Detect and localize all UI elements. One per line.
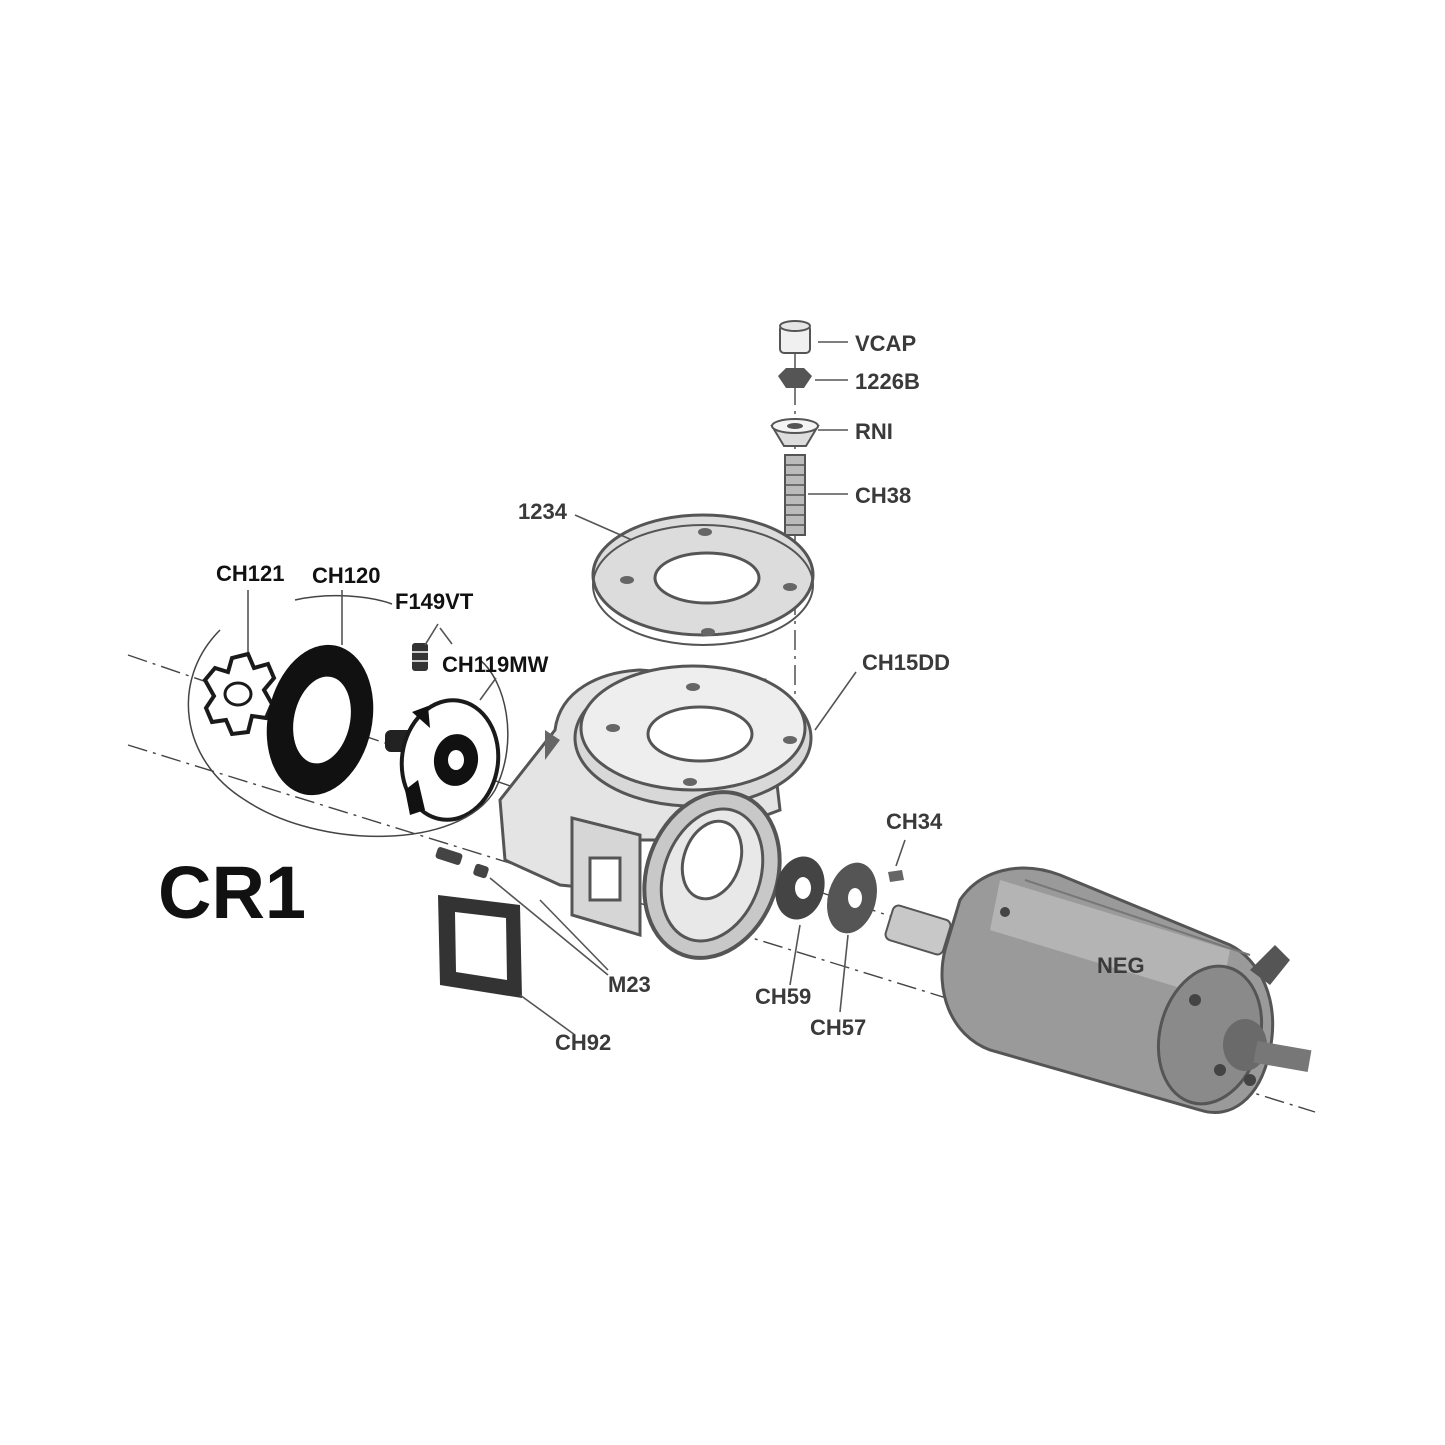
label-m23: M23 [608, 972, 651, 997]
part-ch121-impeller [202, 651, 277, 737]
label-ch57: CH57 [810, 1015, 866, 1040]
part-f149vt [412, 643, 428, 671]
group-outline [187, 629, 509, 837]
model-label: CR1 [158, 851, 306, 934]
part-neg-motor [884, 866, 1312, 1114]
part-ch34-key [888, 870, 904, 882]
label-ch120: CH120 [312, 563, 380, 588]
label-ch121: CH121 [216, 561, 284, 586]
part-ch38-stud [784, 454, 806, 536]
label-ch59: CH59 [755, 984, 811, 1009]
label-ch34: CH34 [886, 809, 943, 834]
label-neg: NEG [1097, 953, 1145, 978]
label-rni: RNI [855, 419, 893, 444]
label-f149vt: F149VT [395, 589, 474, 614]
part-rni-cone [770, 418, 820, 447]
part-m23-bolts [435, 847, 489, 879]
part-ch59-washer [775, 856, 825, 920]
label-ch92: CH92 [555, 1030, 611, 1055]
label-ch15dd: CH15DD [862, 650, 950, 675]
label-1226b: 1226B [855, 369, 920, 394]
part-vcap [779, 320, 811, 354]
group-outline-top [294, 594, 393, 605]
label-ch119mw: CH119MW [442, 652, 549, 677]
part-pump-housing [498, 664, 813, 960]
label-1234: 1234 [518, 499, 568, 524]
leader-lines [247, 341, 906, 1036]
label-ch38: CH38 [855, 483, 911, 508]
part-ch92-gasket [438, 895, 522, 998]
part-ch57-washer [827, 862, 877, 934]
label-vcap: VCAP [855, 331, 916, 356]
part-ch120-seal-ring [266, 644, 374, 796]
part-ch119mw-impeller [385, 698, 501, 822]
part-1226b-nut [778, 368, 812, 388]
part-1234-gasket [591, 513, 815, 646]
